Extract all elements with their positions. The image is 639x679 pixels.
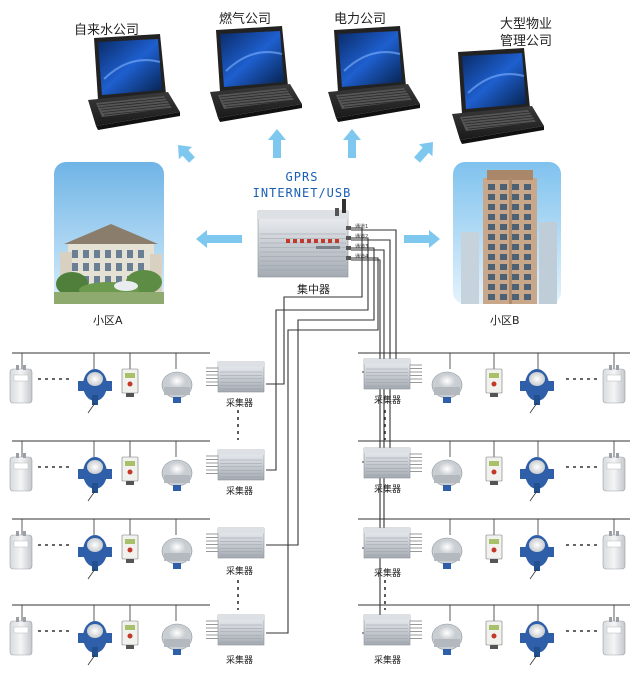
org-label-power: 电力公司 <box>334 12 387 27</box>
electric-meter-left-row-3 <box>121 534 139 563</box>
wire-channel-3-left-group2 <box>266 247 375 546</box>
collector-right-row-4 <box>363 614 411 646</box>
water-meter-silver-left-row-3 <box>161 537 193 569</box>
arrow-to-property <box>414 142 433 163</box>
water-meter-silver-right-row-4 <box>431 623 463 655</box>
arrow-to-power <box>343 129 361 158</box>
water-meter-silver-right-row-1 <box>431 371 463 403</box>
gas-meter-right-row-3 <box>602 531 626 570</box>
channel-label-4: 通道4 <box>355 254 369 260</box>
collector-left-row-1 <box>217 361 265 393</box>
laptop-gas <box>210 26 302 122</box>
wiring-layer <box>12 227 630 639</box>
wire-channel-1-left-top <box>266 227 363 385</box>
water-meter-blue-left-row-2 <box>78 457 112 502</box>
water-meter-blue-left-row-4 <box>78 621 112 666</box>
district-label-a: 小区A <box>93 314 123 327</box>
collector-right-row-1 <box>363 358 411 390</box>
collector-label-left-1: 采集器 <box>226 399 254 409</box>
collector-label-left-2: 采集器 <box>226 487 254 497</box>
gas-meter-right-row-4 <box>602 617 626 656</box>
devices-layer <box>9 26 626 666</box>
org-label-water: 自来水公司 <box>74 23 140 38</box>
concentrator-label: 集中器 <box>297 283 330 296</box>
electric-meter-left-row-1 <box>121 368 139 397</box>
gas-meter-right-row-2 <box>602 453 626 492</box>
collector-right-row-2 <box>363 447 411 479</box>
wire-channel-2-left-bottom <box>266 237 369 471</box>
electric-meter-right-row-1 <box>485 368 503 397</box>
concentrator-device <box>257 199 351 278</box>
arrow-to-district-a <box>196 230 242 248</box>
gas-meter-left-row-3 <box>9 531 33 570</box>
water-meter-blue-left-row-3 <box>78 535 112 580</box>
collector-left-row-3 <box>217 527 265 559</box>
electric-meter-right-row-3 <box>485 534 503 563</box>
electric-meter-left-row-2 <box>121 456 139 485</box>
water-meter-blue-right-row-2 <box>520 457 554 502</box>
water-meter-silver-left-row-2 <box>161 459 193 491</box>
collector-label-right-3: 采集器 <box>374 569 402 579</box>
water-meter-silver-left-row-4 <box>161 623 193 655</box>
collector-label-left-3: 采集器 <box>226 567 254 577</box>
arrow-to-district-b <box>404 230 440 248</box>
water-meter-blue-right-row-3 <box>520 535 554 580</box>
arrow-to-water <box>178 145 195 163</box>
electric-meter-right-row-2 <box>485 456 503 485</box>
wire-channel-4-left-group2b <box>266 257 379 634</box>
electric-meter-left-row-4 <box>121 620 139 649</box>
water-meter-blue-left-row-1 <box>78 369 112 414</box>
water-meter-silver-right-row-2 <box>431 459 463 491</box>
channel-label-2: 通道2 <box>355 234 369 240</box>
water-meter-silver-right-row-3 <box>431 537 463 569</box>
water-meter-blue-right-row-4 <box>520 621 554 666</box>
collector-label-left-4: 采集器 <box>226 656 254 666</box>
water-meter-blue-right-row-1 <box>520 369 554 414</box>
gas-meter-left-row-2 <box>9 453 33 492</box>
gas-meter-left-row-1 <box>9 365 33 404</box>
district-a-photo <box>54 162 164 304</box>
district-b-photo <box>453 162 561 304</box>
org-label-property: 大型物业 管理公司 <box>500 17 553 49</box>
concentrator-protocol-label-2: INTERNET/USB <box>252 186 352 200</box>
electric-meter-right-row-4 <box>485 620 503 649</box>
collector-label-right-4: 采集器 <box>374 656 402 666</box>
collector-label-right-2: 采集器 <box>374 485 402 495</box>
gas-meter-left-row-4 <box>9 617 33 656</box>
concentrator-protocol-label-1: GPRS <box>285 170 319 184</box>
collector-right-row-3 <box>363 527 411 559</box>
collector-label-right-1: 采集器 <box>374 396 402 406</box>
channel-label-1: 通道1 <box>355 224 369 230</box>
laptop-power <box>328 26 420 122</box>
collector-left-row-2 <box>217 449 265 481</box>
laptop-water <box>88 34 180 130</box>
channel-label-3: 通道3 <box>355 244 369 250</box>
collector-left-row-4 <box>217 614 265 646</box>
arrows-layer <box>178 129 440 248</box>
district-label-b: 小区B <box>490 314 520 327</box>
laptop-property <box>452 48 544 144</box>
org-label-gas: 燃气公司 <box>219 12 272 27</box>
gas-meter-right-row-1 <box>602 365 626 404</box>
water-meter-silver-left-row-1 <box>161 371 193 403</box>
arrow-to-gas <box>268 129 286 158</box>
